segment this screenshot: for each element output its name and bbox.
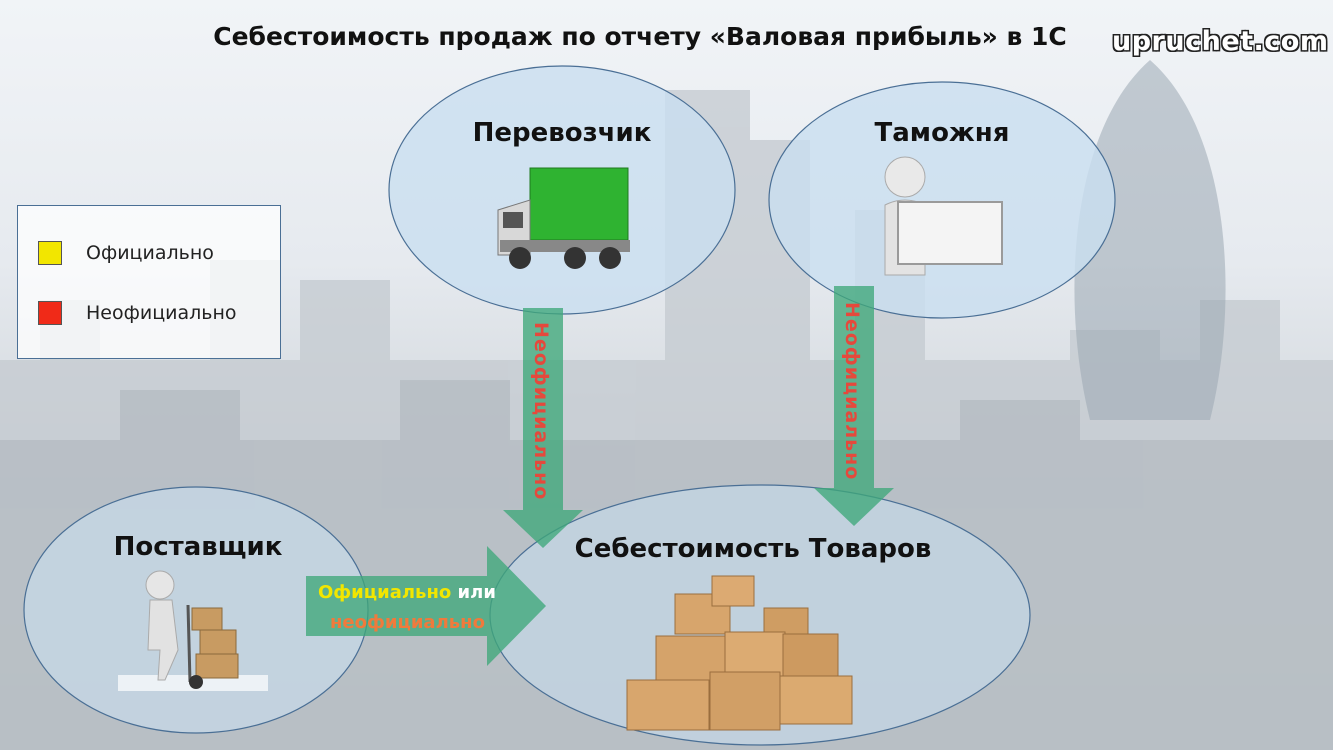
tower-shape	[1074, 60, 1226, 420]
legend: Официально Неофициально	[17, 205, 281, 359]
cost-label: Себестоимость Товаров	[574, 534, 932, 564]
customs-label: Таможня	[874, 118, 1010, 148]
legend-label-unofficial: Неофициально	[86, 302, 237, 324]
watermark: upruchet.com	[1112, 26, 1329, 57]
customs-ellipse	[768, 81, 1116, 319]
arrow-supplier-to-cost	[306, 546, 546, 666]
legend-label-official: Официально	[86, 242, 214, 264]
arrow-customs-to-cost	[814, 286, 894, 526]
diagram-title: Себестоимость продаж по отчету «Валовая …	[213, 22, 1067, 51]
official-text: Официально	[318, 582, 452, 603]
legend-swatch-official	[38, 241, 62, 265]
truck-icon	[497, 167, 630, 269]
supplier-label: Поставщик	[113, 532, 283, 562]
customs-arrow-label: Неофициально	[841, 302, 863, 481]
unofficial-text: неофициально	[330, 612, 485, 633]
person-with-sign-icon	[884, 156, 1003, 276]
carrier-arrow-label: Неофициально	[530, 322, 552, 501]
supplier-arrow-label-line1: Официально или	[318, 582, 496, 603]
legend-item-official: Официально	[38, 241, 214, 265]
carrier-label: Перевозчик	[472, 118, 652, 148]
boxes-icon	[626, 575, 853, 731]
arrow-carrier-to-cost	[503, 308, 583, 548]
legend-swatch-unofficial	[38, 301, 62, 325]
or-text: или	[451, 582, 496, 603]
person-with-hand-truck-icon	[118, 570, 268, 691]
legend-item-unofficial: Неофициально	[38, 301, 237, 325]
